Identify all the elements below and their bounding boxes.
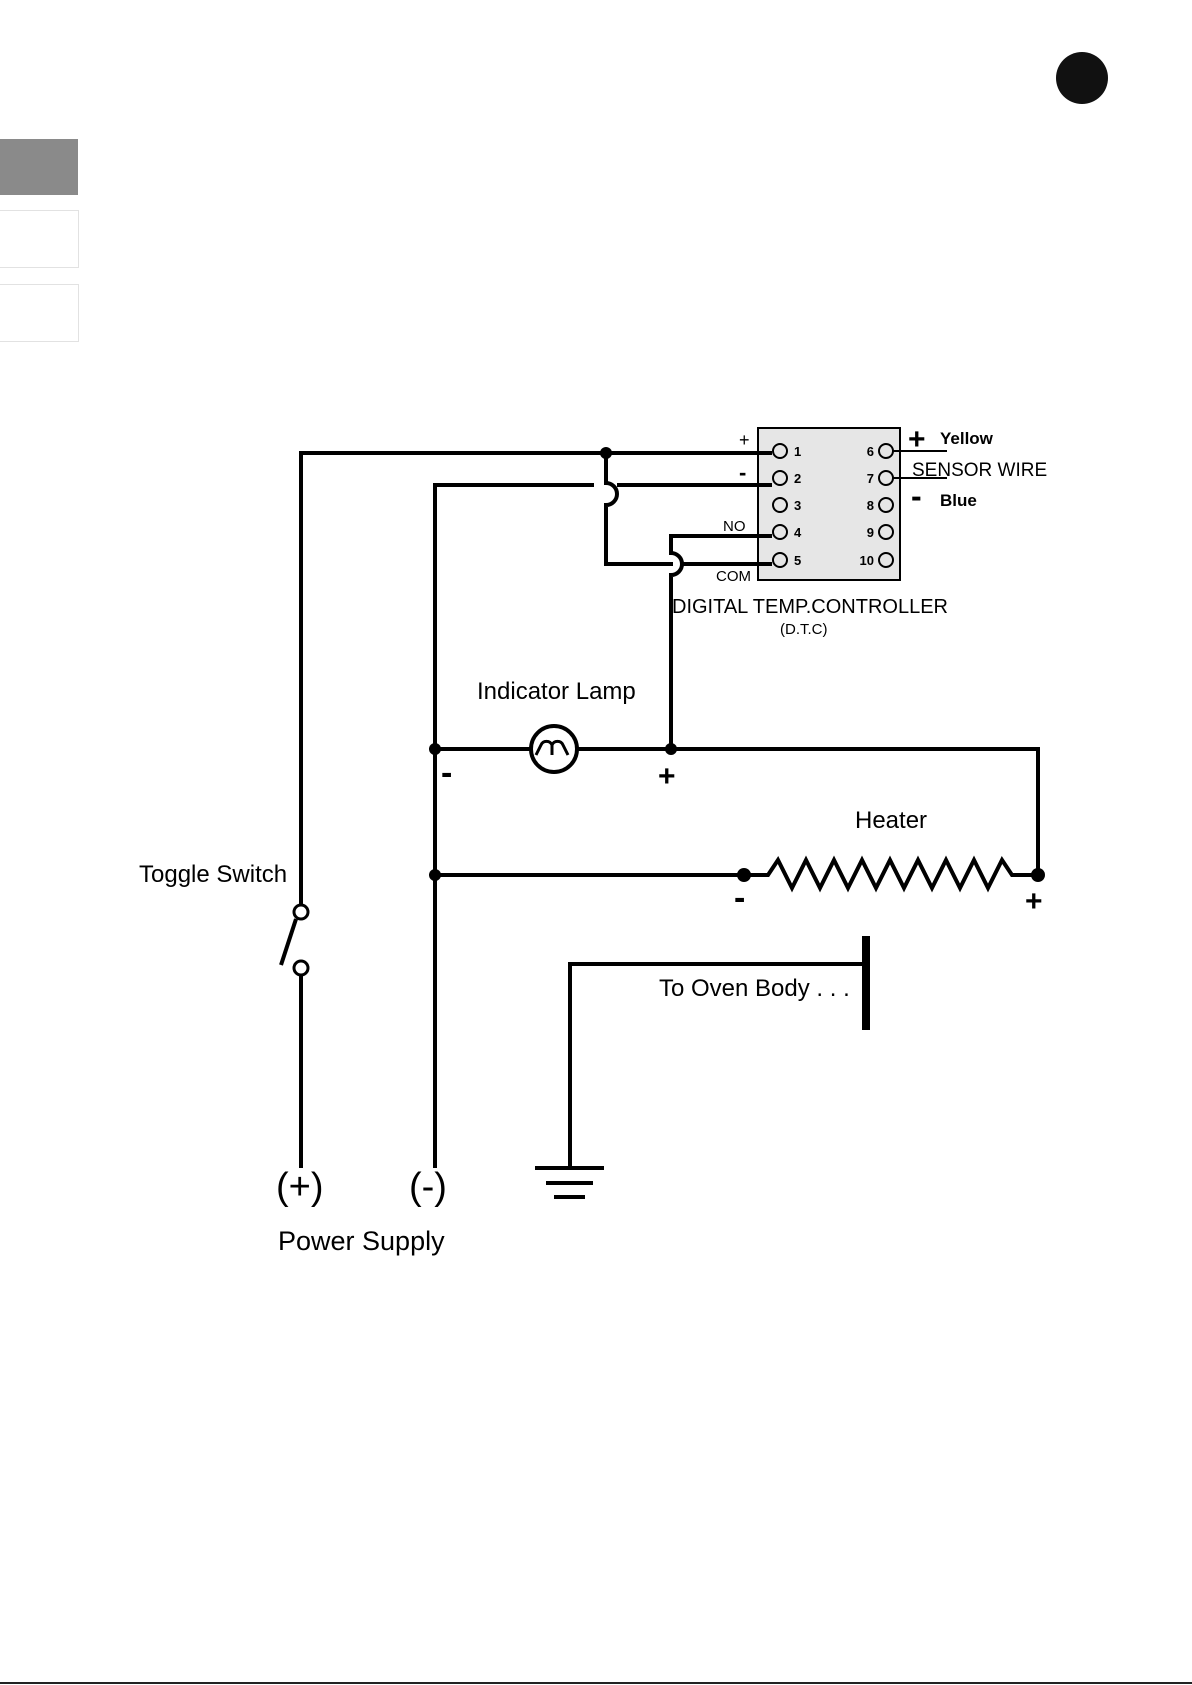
junction-dot <box>429 869 441 881</box>
lamp-plus-sign: + <box>658 760 676 793</box>
heater-minus-sign: - <box>734 879 745 917</box>
terminal-1-label: 1 <box>794 444 801 459</box>
terminal-8-label: 8 <box>867 498 874 513</box>
terminal-6-label: 6 <box>867 444 874 459</box>
heater-plus-sign: + <box>1025 885 1043 918</box>
controller-title: DIGITAL TEMP.CONTROLLER <box>672 596 948 618</box>
terminal-7-label: 7 <box>867 471 874 486</box>
ground-icon <box>535 1168 604 1197</box>
terminal-9-label: 9 <box>867 525 874 540</box>
terminal-3-label: 3 <box>794 498 801 513</box>
sensor-plus-sign: + <box>908 423 926 456</box>
pin1-plus-sign: + <box>739 430 750 450</box>
junction-dot <box>665 743 677 755</box>
wire-pin1-to-pin5 <box>606 453 660 564</box>
heater-resistor <box>744 860 1038 888</box>
sensor-yellow-label: Yellow <box>940 429 994 448</box>
lamp-label: Indicator Lamp <box>477 678 636 705</box>
power-minus-terminal: (-) <box>409 1166 447 1208</box>
toggle-switch-icon <box>281 905 308 975</box>
terminal-10-label: 10 <box>860 553 874 568</box>
pin2-minus-sign: - <box>739 460 746 485</box>
terminal-4-label: 4 <box>794 525 802 540</box>
no-label: NO <box>723 518 746 535</box>
heater-plus-terminal <box>1031 868 1045 882</box>
com-label: COM <box>716 568 751 585</box>
junction-dot <box>429 743 441 755</box>
controller-subtitle: (D.T.C) <box>780 621 828 638</box>
lamp-minus-sign: - <box>441 754 452 792</box>
heater-label: Heater <box>855 807 927 834</box>
junction-dot <box>600 447 612 459</box>
sensor-minus-sign: - <box>911 478 922 514</box>
terminal-5-label: 5 <box>794 553 801 568</box>
toggle-switch-label: Toggle Switch <box>139 861 287 888</box>
terminal-2-label: 2 <box>794 471 801 486</box>
sensor-blue-label: Blue <box>940 491 977 510</box>
power-plus-terminal: (+) <box>276 1166 324 1208</box>
oven-body-label: To Oven Body . . . <box>659 975 850 1002</box>
lamp-icon <box>531 726 577 772</box>
power-supply-label: Power Supply <box>278 1226 445 1256</box>
sensor-wire-label: SENSOR WIRE <box>912 460 1047 481</box>
